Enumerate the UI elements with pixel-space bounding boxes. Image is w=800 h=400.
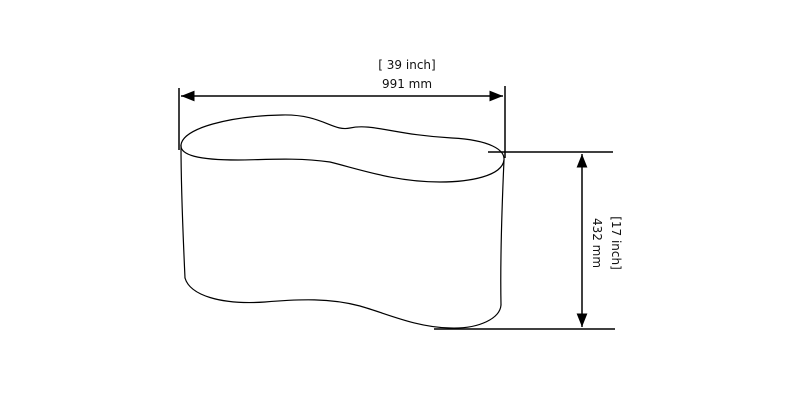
planter-outline xyxy=(180,114,505,329)
height-imperial-label: [17 inch] xyxy=(609,216,623,270)
width-imperial-label: [ 39 inch] xyxy=(378,58,435,72)
planter-right-wall xyxy=(500,159,505,306)
planter-left-wall xyxy=(180,144,186,279)
height-metric-label: 432 mm xyxy=(590,218,604,268)
width-dimension xyxy=(178,86,506,158)
height-dimension xyxy=(434,151,615,330)
planter-bottom xyxy=(184,277,502,329)
width-metric-label: 991 mm xyxy=(382,77,432,91)
planter-top-rim xyxy=(180,114,505,183)
